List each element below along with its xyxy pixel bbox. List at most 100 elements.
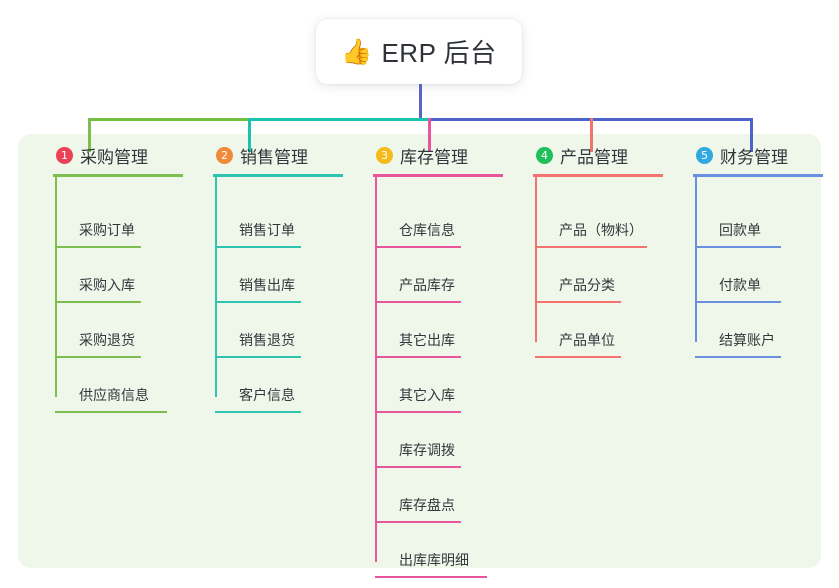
- branch-underline: [213, 174, 343, 177]
- branch-spine: [535, 177, 537, 342]
- branch-item-label: 采购订单: [79, 222, 135, 238]
- branch-column-5: 5 财务管理回款单付款单结算账户: [678, 140, 838, 358]
- branch-number-badge: 1: [56, 146, 73, 164]
- branch-item[interactable]: 结算账户: [695, 303, 838, 358]
- branch-item-underline: [215, 356, 301, 358]
- branch-item[interactable]: 产品分类: [535, 248, 678, 303]
- branch-item-label: 供应商信息: [79, 387, 149, 403]
- diagram-panel: [18, 134, 821, 568]
- branch-item-list: 回款单付款单结算账户: [678, 193, 838, 358]
- branch-item-underline: [55, 356, 141, 358]
- branch-number-badge: 4: [536, 146, 553, 164]
- branch-stem-3: [428, 118, 431, 152]
- root-node[interactable]: 👍 ERP 后台: [316, 19, 522, 84]
- branch-item[interactable]: 产品单位: [535, 303, 678, 358]
- branch-item-label: 销售订单: [239, 222, 295, 238]
- branch-item-label: 回款单: [719, 222, 761, 238]
- branch-underline: [373, 174, 503, 177]
- branch-item-label: 结算账户: [719, 332, 775, 348]
- branch-item-list: 产品（物料） 产品分类产品单位: [518, 193, 678, 358]
- branch-item[interactable]: 销售退货: [215, 303, 358, 358]
- branch-column-4: 4 产品管理产品（物料） 产品分类产品单位: [518, 140, 678, 358]
- branch-header-1[interactable]: 1 采购管理: [38, 140, 198, 170]
- branch-spine: [55, 177, 57, 397]
- connector-segment-1: [88, 118, 251, 121]
- branch-item-underline: [375, 466, 461, 468]
- branch-item-underline: [535, 356, 621, 358]
- branch-spine: [695, 177, 697, 342]
- branch-title: 财务管理: [720, 147, 788, 167]
- branch-item-list: 仓库信息产品库存其它出库其它入库库存调拨库存盘点出库库明细: [358, 193, 518, 578]
- branch-underline: [693, 174, 823, 177]
- branch-item-label: 其它出库: [399, 332, 455, 348]
- branch-item-label: 销售退货: [239, 332, 295, 348]
- branch-item[interactable]: 销售订单: [215, 193, 358, 248]
- connector-segment-2: [248, 118, 431, 121]
- branch-item-underline: [215, 246, 301, 248]
- branch-item-label: 出库库明细: [399, 552, 469, 568]
- branch-item[interactable]: 库存盘点: [375, 468, 518, 523]
- branch-spine: [375, 177, 377, 562]
- branch-number-badge: 2: [216, 146, 233, 164]
- branch-title: 库存管理: [400, 147, 468, 167]
- branch-item-label: 客户信息: [239, 387, 295, 403]
- branch-item-underline: [695, 356, 781, 358]
- branch-item-label: 产品库存: [399, 277, 455, 293]
- branch-item[interactable]: 采购退货: [55, 303, 198, 358]
- branch-item[interactable]: 采购订单: [55, 193, 198, 248]
- branch-item-underline: [215, 301, 301, 303]
- branch-item-underline: [55, 246, 141, 248]
- branch-item[interactable]: 回款单: [695, 193, 838, 248]
- thumbs-up-icon: 👍: [341, 38, 373, 66]
- root-title: ERP 后台: [381, 38, 497, 68]
- branch-item-label: 产品分类: [559, 277, 615, 293]
- branch-item[interactable]: 库存调拨: [375, 413, 518, 468]
- branch-item[interactable]: 采购入库: [55, 248, 198, 303]
- root-stem: [419, 84, 422, 121]
- branch-item-underline: [55, 411, 167, 413]
- branch-item[interactable]: 产品库存: [375, 248, 518, 303]
- branch-item-underline: [375, 301, 461, 303]
- branch-stem-1: [88, 118, 91, 152]
- branch-item-underline: [535, 301, 621, 303]
- branch-item-underline: [535, 246, 647, 248]
- branch-column-1: 1 采购管理采购订单采购入库采购退货供应商信息: [38, 140, 198, 413]
- branch-title: 采购管理: [80, 147, 148, 167]
- branch-item-label: 销售出库: [239, 277, 295, 293]
- branch-item-underline: [375, 576, 487, 578]
- branch-item[interactable]: 仓库信息: [375, 193, 518, 248]
- branch-item[interactable]: 其它出库: [375, 303, 518, 358]
- branch-title: 销售管理: [240, 147, 308, 167]
- branch-item-label: 库存盘点: [399, 497, 455, 513]
- branch-item-label: 其它入库: [399, 387, 455, 403]
- branch-column-2: 2 销售管理销售订单销售出库销售退货客户信息: [198, 140, 358, 413]
- branch-item[interactable]: 客户信息: [215, 358, 358, 413]
- branch-number-badge: 5: [696, 146, 713, 164]
- branch-item-label: 库存调拨: [399, 442, 455, 458]
- branch-item-label: 产品（物料）: [559, 222, 643, 238]
- branch-title: 产品管理: [560, 147, 628, 167]
- branch-item-list: 采购订单采购入库采购退货供应商信息: [38, 193, 198, 413]
- branch-item[interactable]: 产品（物料）: [535, 193, 678, 248]
- branch-item-underline: [375, 521, 461, 523]
- branch-item-label: 采购退货: [79, 332, 135, 348]
- branch-item-underline: [215, 411, 301, 413]
- branch-spine: [215, 177, 217, 397]
- branch-header-2[interactable]: 2 销售管理: [198, 140, 358, 170]
- branch-header-4[interactable]: 4 产品管理: [518, 140, 678, 170]
- branch-item[interactable]: 供应商信息: [55, 358, 198, 413]
- branch-item[interactable]: 销售出库: [215, 248, 358, 303]
- branch-header-5[interactable]: 5 财务管理: [678, 140, 838, 170]
- branch-item-underline: [695, 301, 781, 303]
- branch-item-label: 仓库信息: [399, 222, 455, 238]
- branch-item[interactable]: 其它入库: [375, 358, 518, 413]
- branch-stem-2: [248, 118, 251, 152]
- branch-item-underline: [55, 301, 141, 303]
- branch-item[interactable]: 付款单: [695, 248, 838, 303]
- branch-underline: [533, 174, 663, 177]
- branch-item[interactable]: 出库库明细: [375, 523, 518, 578]
- branch-item-underline: [375, 356, 461, 358]
